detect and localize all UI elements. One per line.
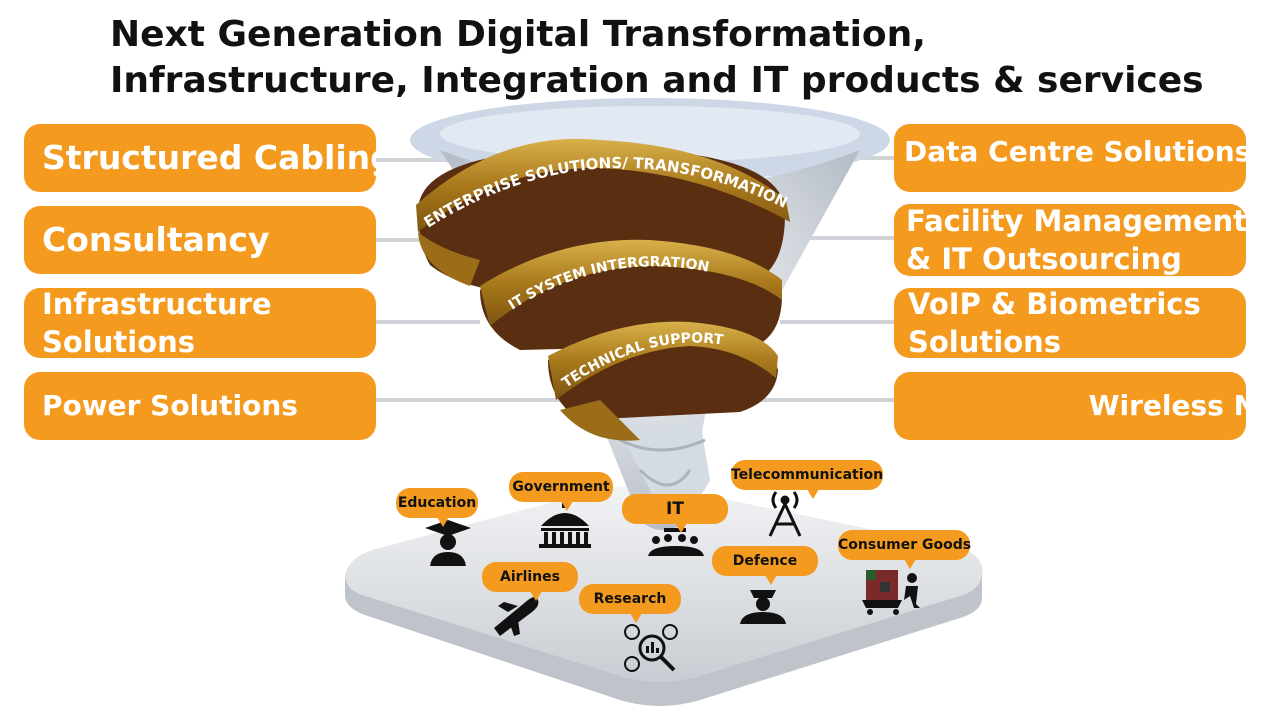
telecom-tower-icon — [768, 491, 802, 537]
soldier-icon — [740, 590, 786, 624]
pill-label: Consultancy — [42, 220, 270, 259]
graduate-icon — [425, 520, 471, 566]
tag-education: Education — [396, 488, 478, 527]
tag-label: Consumer Goods — [838, 537, 972, 553]
pill-voip-biometrics: VoIP & Biometrics Solutions — [894, 288, 1246, 358]
title-line-1: Next Generation Digital Transformation, — [110, 14, 926, 55]
pill-power-solutions: Power Solutions — [24, 372, 376, 440]
pill-label-line-2: Solutions — [42, 325, 196, 358]
tag-consumer-goods: Consumer Goods — [838, 530, 972, 569]
pill-label-line-1: Facility Management — [906, 204, 1246, 238]
pill-infrastructure-solutions: Infrastructure Solutions — [24, 288, 376, 358]
tag-label: Defence — [732, 553, 798, 569]
pill-data-centre-solutions: Data Centre Solutions — [894, 124, 1246, 192]
pill-structured-cabling: Structured Cabling — [24, 124, 376, 192]
page-title: Next Generation Digital Transformation, … — [110, 12, 1204, 104]
tag-research: Research — [579, 584, 681, 623]
pill-label-line-1: Infrastructure — [42, 288, 272, 321]
pill-label: Structured Cabling — [42, 138, 376, 177]
pill-label: Power Solutions — [42, 389, 298, 422]
pill-label-line-1: VoIP & Biometrics — [908, 288, 1201, 321]
tag-airlines: Airlines — [482, 562, 578, 601]
tag-label: Education — [397, 495, 477, 511]
tag-label: IT — [666, 499, 684, 519]
pill-label-line-2: Solutions — [908, 325, 1062, 358]
tag-government: Government — [509, 472, 613, 511]
pill-label: Wireless Ne — [1088, 389, 1246, 422]
tag-it: IT — [622, 494, 728, 533]
tag-label: Research — [593, 591, 667, 607]
tag-telecommunication: Telecommunication — [731, 460, 884, 499]
tag-label: Telecommunication — [731, 467, 884, 483]
title-line-2: Infrastructure, Integration and IT produ… — [110, 60, 1204, 101]
pill-wireless-networks: Wireless Ne — [894, 372, 1246, 440]
pill-label-line-2: & IT Outsourcing — [906, 242, 1182, 276]
government-building-icon — [539, 498, 591, 548]
research-icon — [624, 624, 678, 672]
tag-label: Airlines — [500, 569, 560, 585]
pill-consultancy: Consultancy — [24, 206, 376, 274]
pill-label: Data Centre Solutions — [904, 135, 1246, 168]
pill-facility-management: Facility Management & IT Outsourcing — [894, 204, 1246, 276]
airplane-icon — [494, 597, 539, 636]
ribbon-support — [548, 321, 778, 441]
tag-defence: Defence — [712, 546, 818, 585]
consumer-goods-icon — [862, 570, 920, 615]
tag-label: Government — [512, 479, 610, 495]
